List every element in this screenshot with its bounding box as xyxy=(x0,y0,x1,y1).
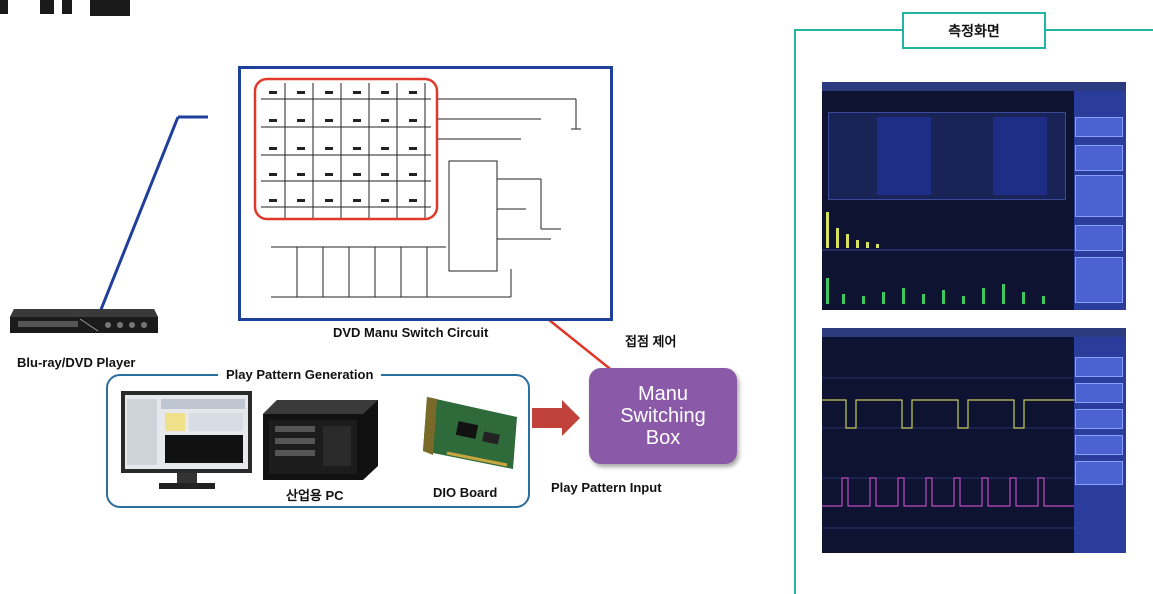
circuit-diagram xyxy=(238,66,613,321)
readings-table xyxy=(828,112,1066,200)
section-title-fragment xyxy=(0,0,140,18)
harmonics-plot xyxy=(822,212,1074,304)
play-pattern-input-label: Play Pattern Input xyxy=(551,480,662,495)
monitor-image xyxy=(121,391,252,491)
circuit-schematic xyxy=(253,77,581,298)
manu-switching-box: Manu Switching Box xyxy=(589,368,737,464)
to-manu-box-arrow xyxy=(532,400,580,436)
industrial-pc-image xyxy=(263,400,378,480)
player-label: Blu-ray/DVD Player xyxy=(17,355,136,370)
title-glyph xyxy=(90,0,130,16)
player-to-circuit-line xyxy=(94,116,180,323)
title-glyph xyxy=(62,0,72,14)
play-pattern-generation-title: Play Pattern Generation xyxy=(218,367,382,382)
measurement-title: 측정화면 xyxy=(902,12,1046,49)
manu-box-line2: Switching xyxy=(620,405,706,427)
title-glyph xyxy=(40,0,54,14)
dio-board-image xyxy=(417,393,523,471)
contact-control-label: 접점 제어 xyxy=(625,334,677,349)
dio-label: DIO Board xyxy=(433,485,498,500)
measurement-screen-2 xyxy=(822,328,1126,553)
manu-box-line1: Manu xyxy=(637,383,689,405)
bluray-player-image xyxy=(8,303,160,339)
manu-box-line3: Box xyxy=(645,427,681,449)
title-glyph xyxy=(0,0,8,14)
circuit-label: DVD Manu Switch Circuit xyxy=(333,325,489,340)
switch-matrix-highlight xyxy=(253,77,439,221)
measurement-screen-1 xyxy=(822,82,1126,310)
pc-label: 산업용 PC xyxy=(286,488,344,503)
waveform-plot xyxy=(822,377,1074,529)
